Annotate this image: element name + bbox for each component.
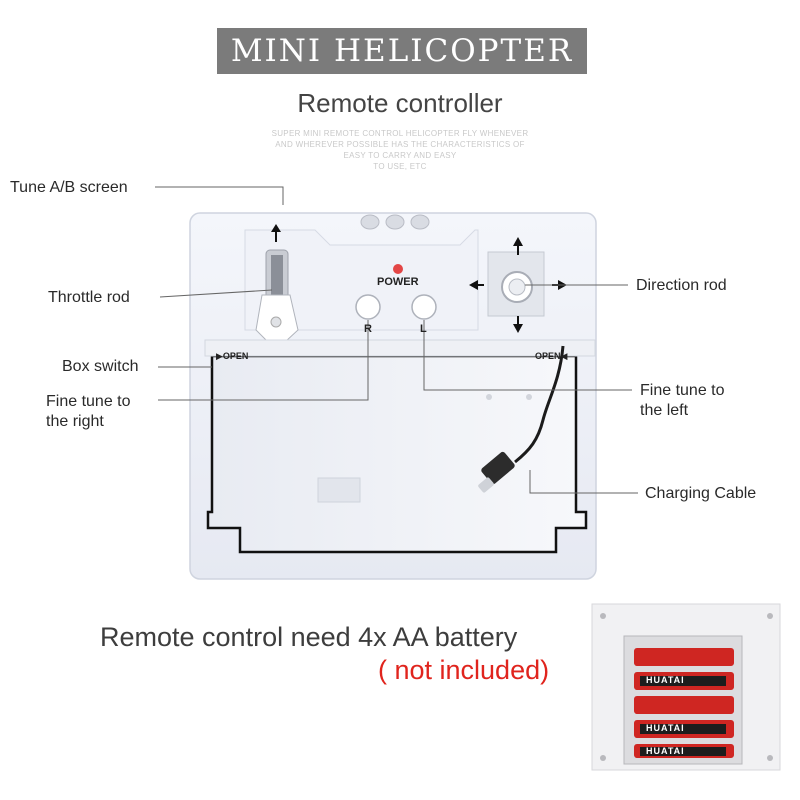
fine-print-line: EASY TO CARRY AND EASY — [343, 151, 457, 160]
callout-line: the left — [640, 402, 689, 419]
callout-charging: Charging Cable — [645, 485, 757, 502]
callout-fine-left: Fine tune to the left — [640, 381, 725, 421]
button-r-label: R — [364, 323, 372, 335]
fine-print: SUPER MINI REMOTE CONTROL HELICOPTER FLY… — [250, 128, 550, 172]
battery-brand: HUATAI — [646, 723, 685, 733]
battery-brand: HUATAI — [646, 675, 685, 685]
power-label: POWER — [377, 276, 419, 288]
callout-throttle: Throttle rod — [48, 289, 130, 306]
button-l-label: L — [420, 323, 427, 335]
title-banner: MINI HELICOPTER — [217, 28, 587, 74]
fine-print-line: AND WHEREVER POSSIBLE HAS THE CHARACTERI… — [275, 140, 525, 149]
battery-requirement: Remote control need 4x AA battery — [100, 622, 518, 652]
callout-box-switch: Box switch — [62, 358, 139, 375]
battery-compartment-photo — [591, 603, 781, 771]
callout-direction: Direction rod — [636, 277, 727, 294]
fine-print-line: TO USE, ETC — [373, 162, 427, 171]
fine-print-line: SUPER MINI REMOTE CONTROL HELICOPTER FLY… — [271, 129, 529, 138]
callout-tune-ab: Tune A/B screen — [10, 179, 128, 196]
subtitle: Remote controller — [297, 88, 503, 118]
top-leds — [360, 214, 430, 230]
callout-line: Fine tune to — [640, 382, 725, 399]
open-text: OPEN — [222, 351, 249, 361]
controller-body — [189, 212, 597, 580]
callout-lines — [155, 186, 638, 494]
callout-line: Fine tune to — [46, 393, 131, 410]
callout-line: the right — [46, 413, 104, 430]
battery-brand: HUATAI — [646, 746, 685, 756]
open-label-left: ▶OPEN — [216, 351, 249, 361]
callout-fine-right: Fine tune to the right — [46, 392, 131, 432]
open-label-right: OPEN◀ — [535, 351, 568, 361]
battery-not-included: ( not included) — [378, 655, 550, 685]
open-text: OPEN — [535, 351, 561, 361]
